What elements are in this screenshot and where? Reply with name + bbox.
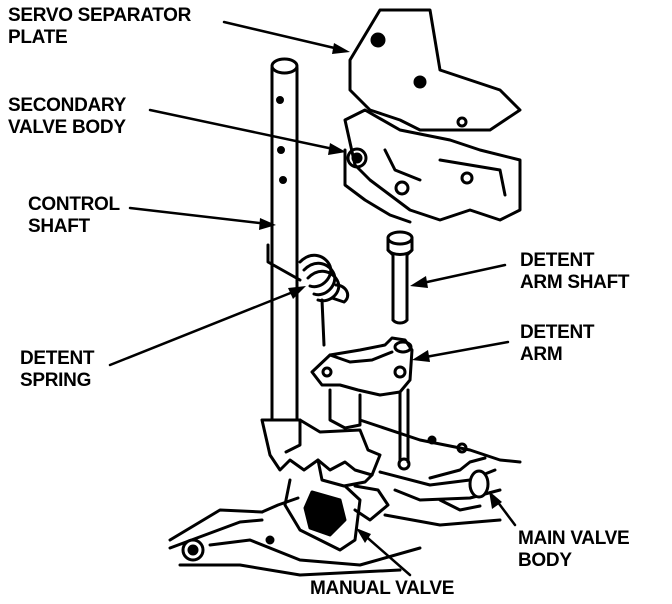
main-valve-body (168, 418, 522, 577)
label-main-valve-body: MAIN VALVE BODY (518, 528, 630, 571)
secondary-valve-body (343, 108, 522, 224)
leader-manual-valve (360, 531, 412, 577)
label-servo-separator-plate: SERVO SEPARATOR PLATE (8, 5, 192, 48)
label-secondary-valve-body: SECONDARY VALVE BODY (8, 95, 126, 138)
detent-spring (266, 243, 350, 347)
detent-arm-shaft (386, 230, 414, 325)
leader-detent-arm-shaft (416, 263, 507, 286)
leader-control-shaft (128, 206, 270, 226)
leader-secondary-valve-body (148, 108, 340, 152)
label-detent-arm: DETENT ARM (520, 322, 595, 365)
leader-lines (108, 20, 517, 577)
arrowheads (259, 43, 502, 543)
leader-servo-separator-plate (222, 20, 345, 52)
label-detent-arm-shaft: DETENT ARM SHAFT (520, 250, 630, 293)
servo-separator-plate (348, 8, 522, 132)
label-control-shaft: CONTROL SHAFT (28, 194, 120, 237)
leader-detent-arm (418, 340, 510, 360)
leader-detent-spring (108, 288, 300, 367)
label-detent-spring: DETENT SPRING (20, 348, 95, 391)
label-manual-valve: MANUAL VALVE (310, 578, 455, 599)
control-shaft (270, 57, 299, 432)
manual-valve (260, 418, 390, 552)
